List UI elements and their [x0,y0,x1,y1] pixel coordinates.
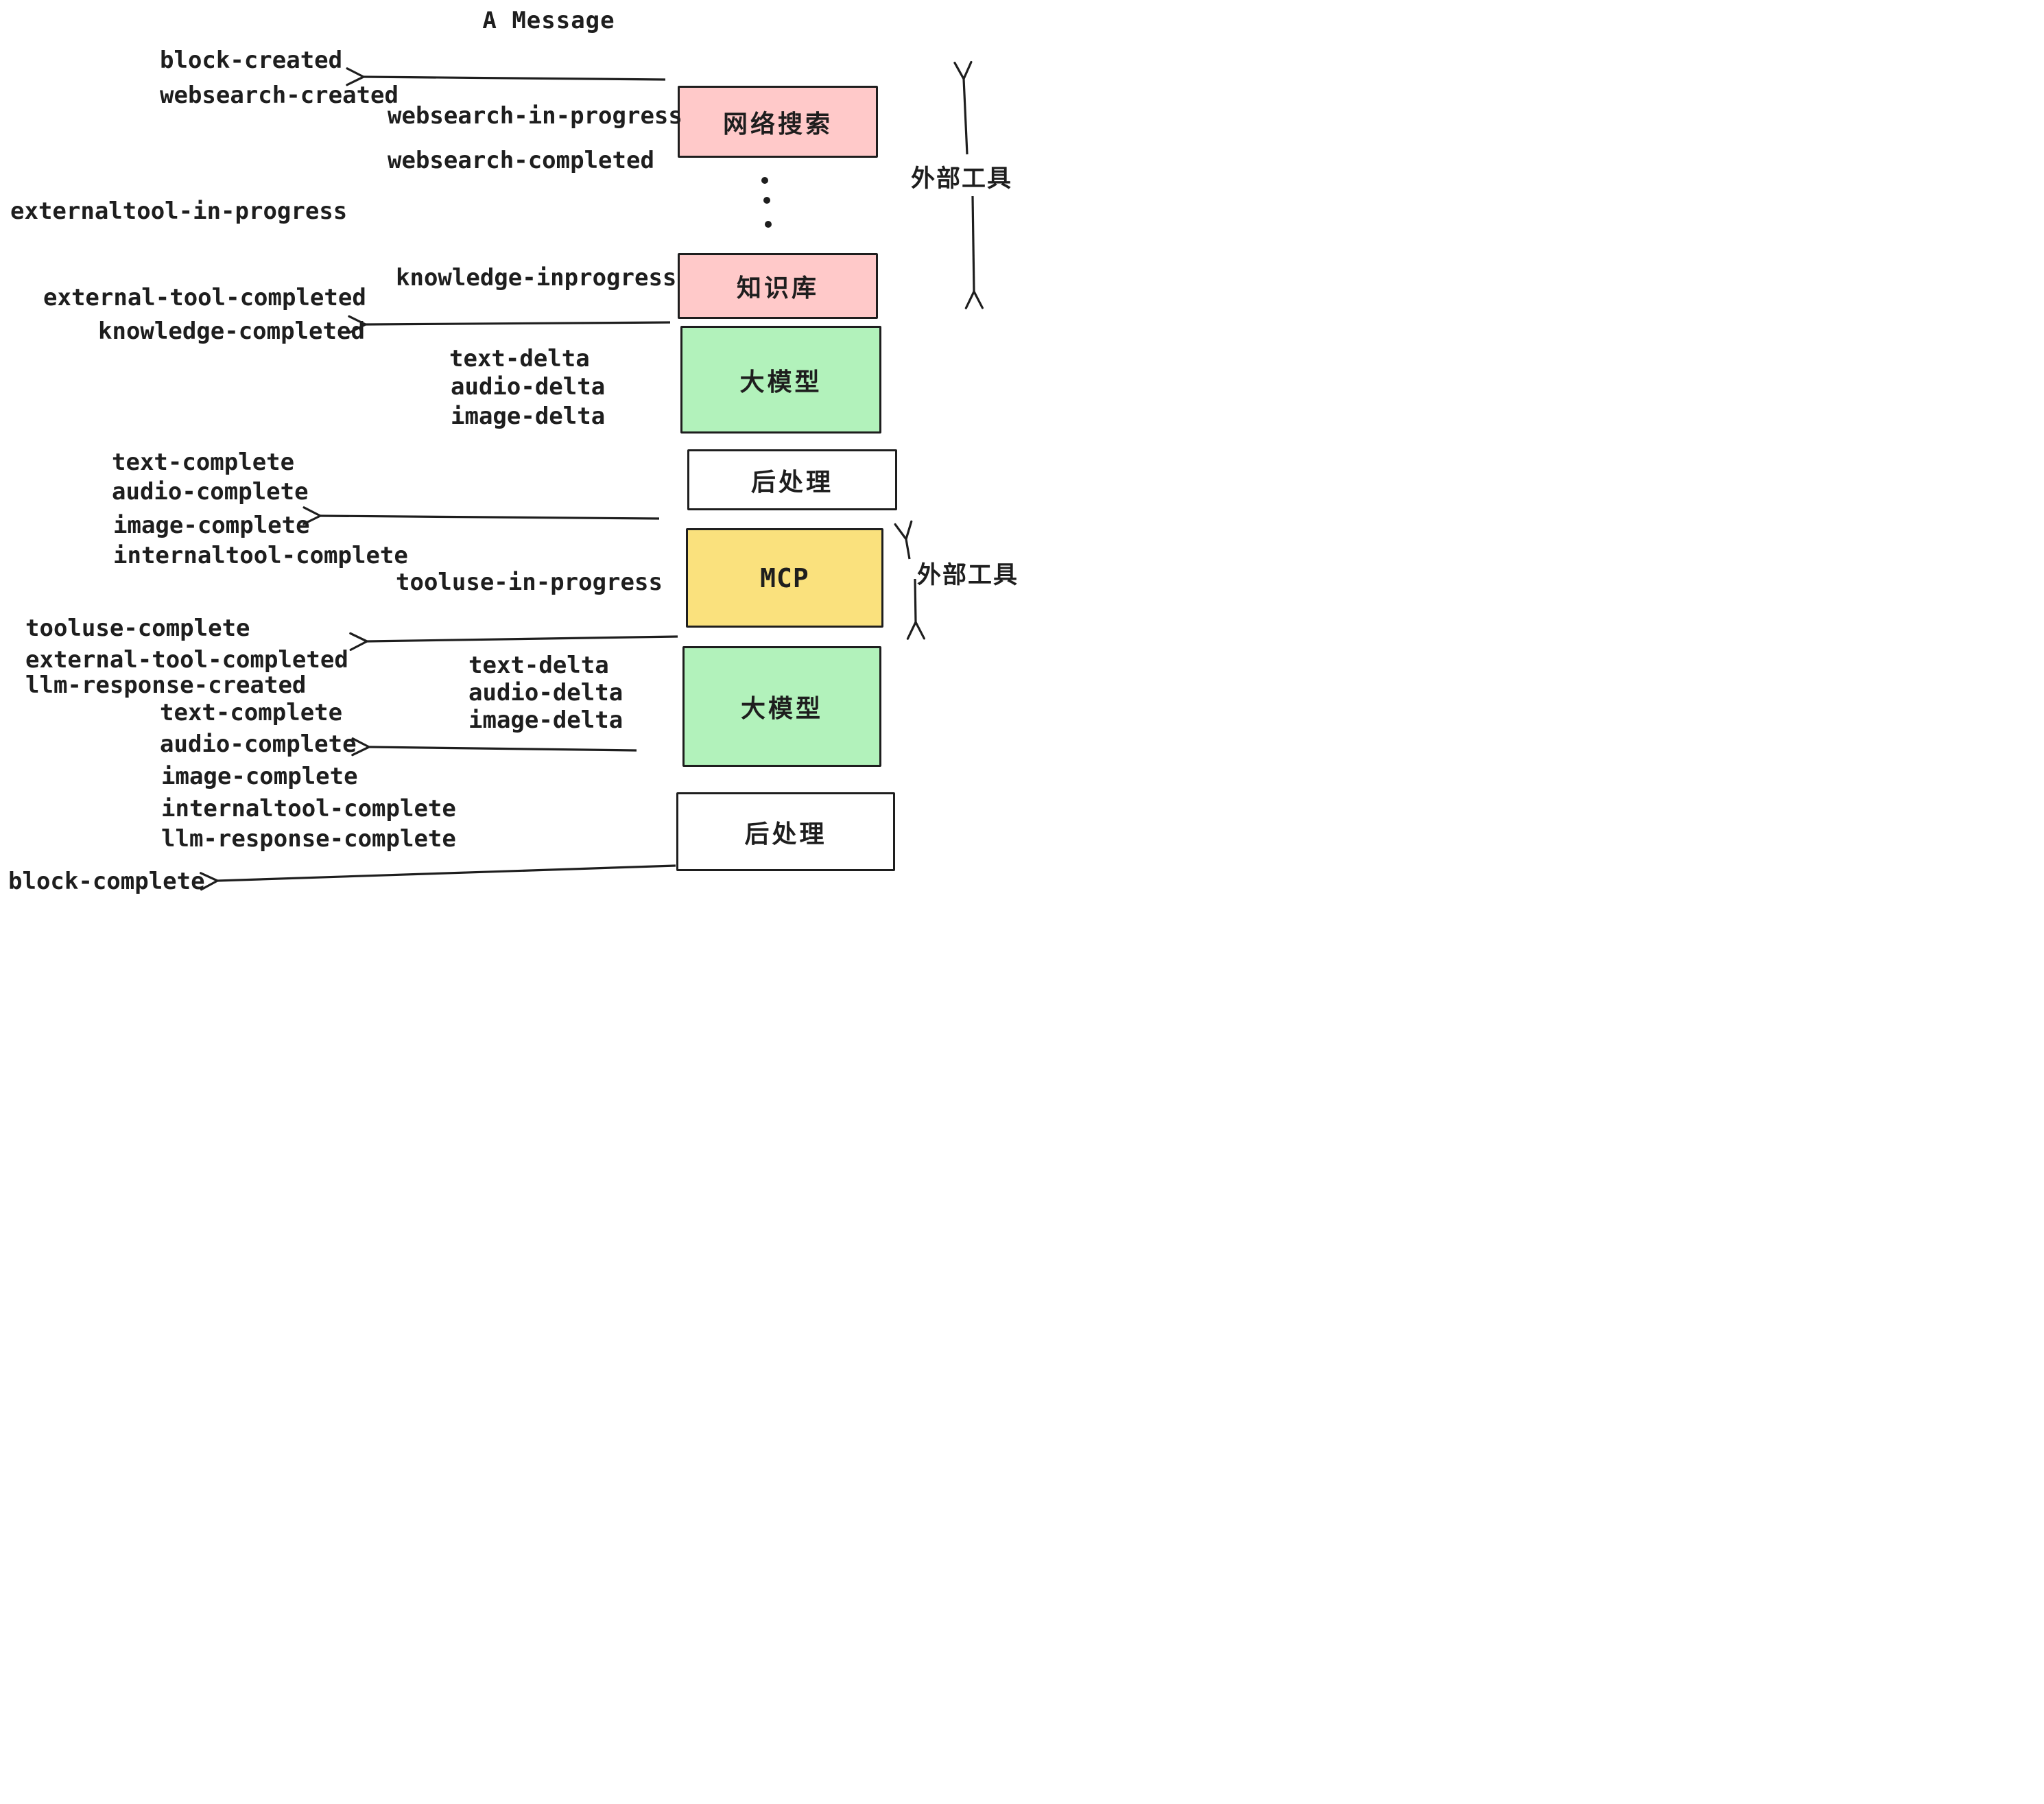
event-llm-response-complete: llm-response-complete [161,825,456,853]
diagram-title: A Message [482,7,615,34]
mcp-box-label: MCP [760,562,809,593]
external-tools-down-arrow-1 [964,195,984,309]
arrow-knowledge-completed [348,315,671,334]
external-tools-label-2: 外部工具 [917,562,1019,589]
ellipsis-dot [763,197,770,204]
event-text-complete-2: text-complete [160,699,343,726]
event-text-complete-1: text-complete [112,449,295,476]
postprocess-box-1: 后处理 [687,449,897,510]
event-knowledge-inprogress: knowledge-inprogress [396,264,677,292]
mcp-box: MCP [686,528,883,628]
external-tools-up-arrow-1 [953,60,973,155]
llm-box-2: 大模型 [682,646,881,767]
event-internaltool-complete-1: internaltool-complete [113,542,408,569]
postprocess-box-2-label: 后处理 [744,819,827,848]
event-audio-delta-2: audio-delta [468,679,623,707]
postprocess-box-2: 后处理 [676,792,895,871]
event-internaltool-complete-2: internaltool-complete [161,795,456,822]
event-text-delta-2: text-delta [468,652,609,679]
arrow-audio-complete-2 [351,737,637,757]
event-tooluse-in-progress: tooluse-in-progress [396,569,663,596]
llm-box-1-label: 大模型 [739,367,822,396]
knowledge-box-label: 知识库 [736,274,819,302]
arrow-block-created [346,67,666,86]
event-block-complete: block-complete [8,868,205,895]
event-image-delta-1: image-delta [451,403,606,430]
postprocess-box-1-label: 后处理 [750,467,833,496]
websearch-box-label: 网络搜索 [722,109,833,138]
event-image-complete-2: image-complete [161,763,358,790]
event-block-created: block-created [160,47,343,74]
event-websearch-completed: websearch-completed [388,147,654,174]
external-tools-down-arrow-2 [906,578,925,640]
diagram-canvas: A Message 网络搜索 知识库 大模型 后处理 MCP 大模型 后处理 外… [0,0,1022,902]
event-external-tool-completed-2: external-tool-completed [25,646,348,674]
websearch-box: 网络搜索 [678,86,878,158]
event-knowledge-completed: knowledge-completed [98,318,365,345]
llm-box-2-label: 大模型 [740,694,823,722]
event-tooluse-complete: tooluse-complete [25,615,250,642]
event-websearch-in-progress: websearch-in-progress [388,102,682,130]
external-tools-up-arrow-2 [894,520,913,560]
knowledge-box: 知识库 [678,253,878,319]
event-websearch-created: websearch-created [160,82,399,109]
event-audio-delta-1: audio-delta [451,373,606,401]
event-text-delta-1: text-delta [449,345,590,372]
arrow-image-complete-1 [302,506,660,525]
event-image-complete-1: image-complete [113,512,310,539]
event-externaltool-in-progress: externaltool-in-progress [10,198,348,225]
event-external-tool-completed-1: external-tool-completed [43,284,366,311]
event-llm-response-created: llm-response-created [25,672,307,699]
external-tools-label-1: 外部工具 [911,165,1013,192]
ellipsis-dot [765,221,772,228]
llm-box-1: 大模型 [680,326,881,434]
arrow-tooluse-complete [349,632,678,651]
ellipsis-dot [761,177,768,184]
arrow-layer [200,60,984,891]
event-audio-complete-1: audio-complete [112,478,309,506]
arrow-block-complete [200,864,676,891]
event-image-delta-2: image-delta [468,707,623,734]
event-audio-complete-2: audio-complete [160,731,357,758]
